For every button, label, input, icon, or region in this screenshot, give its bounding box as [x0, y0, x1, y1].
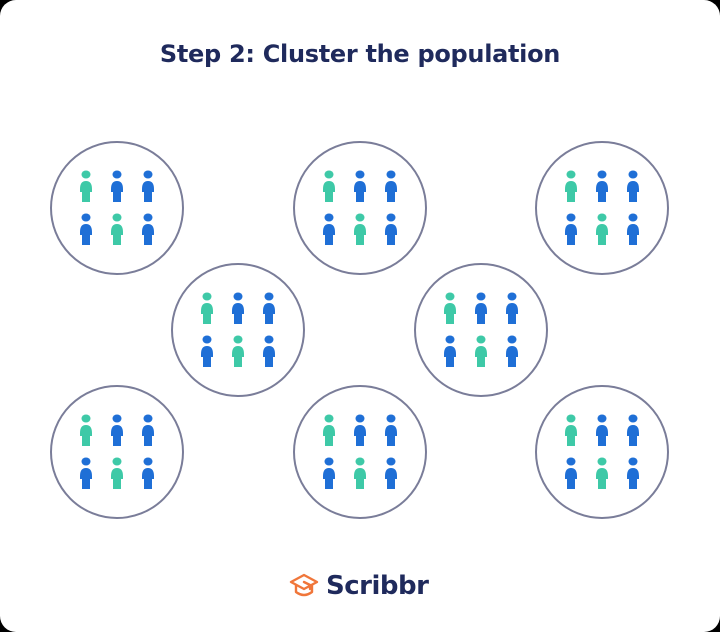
person-icon: [627, 457, 639, 489]
cluster-circle: [535, 141, 669, 275]
person-icon: [354, 213, 366, 245]
logo-text: Scribbr: [326, 571, 429, 601]
person-icon: [323, 414, 335, 446]
person-icon: [263, 292, 275, 324]
person-icon: [506, 292, 518, 324]
person-icon: [475, 335, 487, 367]
cluster-circle: [293, 141, 427, 275]
person-icon: [444, 292, 456, 324]
person-icon: [444, 335, 456, 367]
person-icon: [596, 170, 608, 202]
cluster-circle: [414, 263, 548, 397]
person-icon: [385, 457, 397, 489]
graduation-cap-icon: [289, 573, 319, 597]
scribbr-logo: Scribbr: [288, 570, 429, 602]
person-icon: [142, 457, 154, 489]
person-icon: [565, 457, 577, 489]
person-icon: [506, 335, 518, 367]
person-icon: [323, 170, 335, 202]
person-icon: [80, 213, 92, 245]
person-icon: [111, 414, 123, 446]
cluster-circle: [535, 385, 669, 519]
diagram-title: Step 2: Cluster the population: [159, 40, 561, 68]
person-icon: [111, 170, 123, 202]
cluster-circle: [171, 263, 305, 397]
person-icon: [385, 170, 397, 202]
person-icon: [475, 292, 487, 324]
cluster-circle: [293, 385, 427, 519]
person-icon: [354, 170, 366, 202]
person-icon: [111, 457, 123, 489]
person-icon: [80, 414, 92, 446]
person-icon: [627, 414, 639, 446]
person-icon: [565, 213, 577, 245]
person-icon: [596, 457, 608, 489]
person-icon: [565, 414, 577, 446]
person-icon: [142, 213, 154, 245]
person-icon: [323, 457, 335, 489]
person-icon: [201, 292, 213, 324]
cluster-circle: [50, 385, 184, 519]
person-icon: [201, 335, 213, 367]
person-icon: [627, 213, 639, 245]
person-icon: [565, 170, 577, 202]
person-icon: [323, 213, 335, 245]
cluster-circle: [50, 141, 184, 275]
person-icon: [142, 170, 154, 202]
person-icon: [80, 170, 92, 202]
person-icon: [232, 335, 244, 367]
person-icon: [354, 414, 366, 446]
person-icon: [232, 292, 244, 324]
person-icon: [596, 414, 608, 446]
person-icon: [263, 335, 275, 367]
person-icon: [627, 170, 639, 202]
person-icon: [596, 213, 608, 245]
person-icon: [385, 213, 397, 245]
person-icon: [354, 457, 366, 489]
person-icon: [385, 414, 397, 446]
person-icon: [142, 414, 154, 446]
person-icon: [111, 213, 123, 245]
person-icon: [80, 457, 92, 489]
